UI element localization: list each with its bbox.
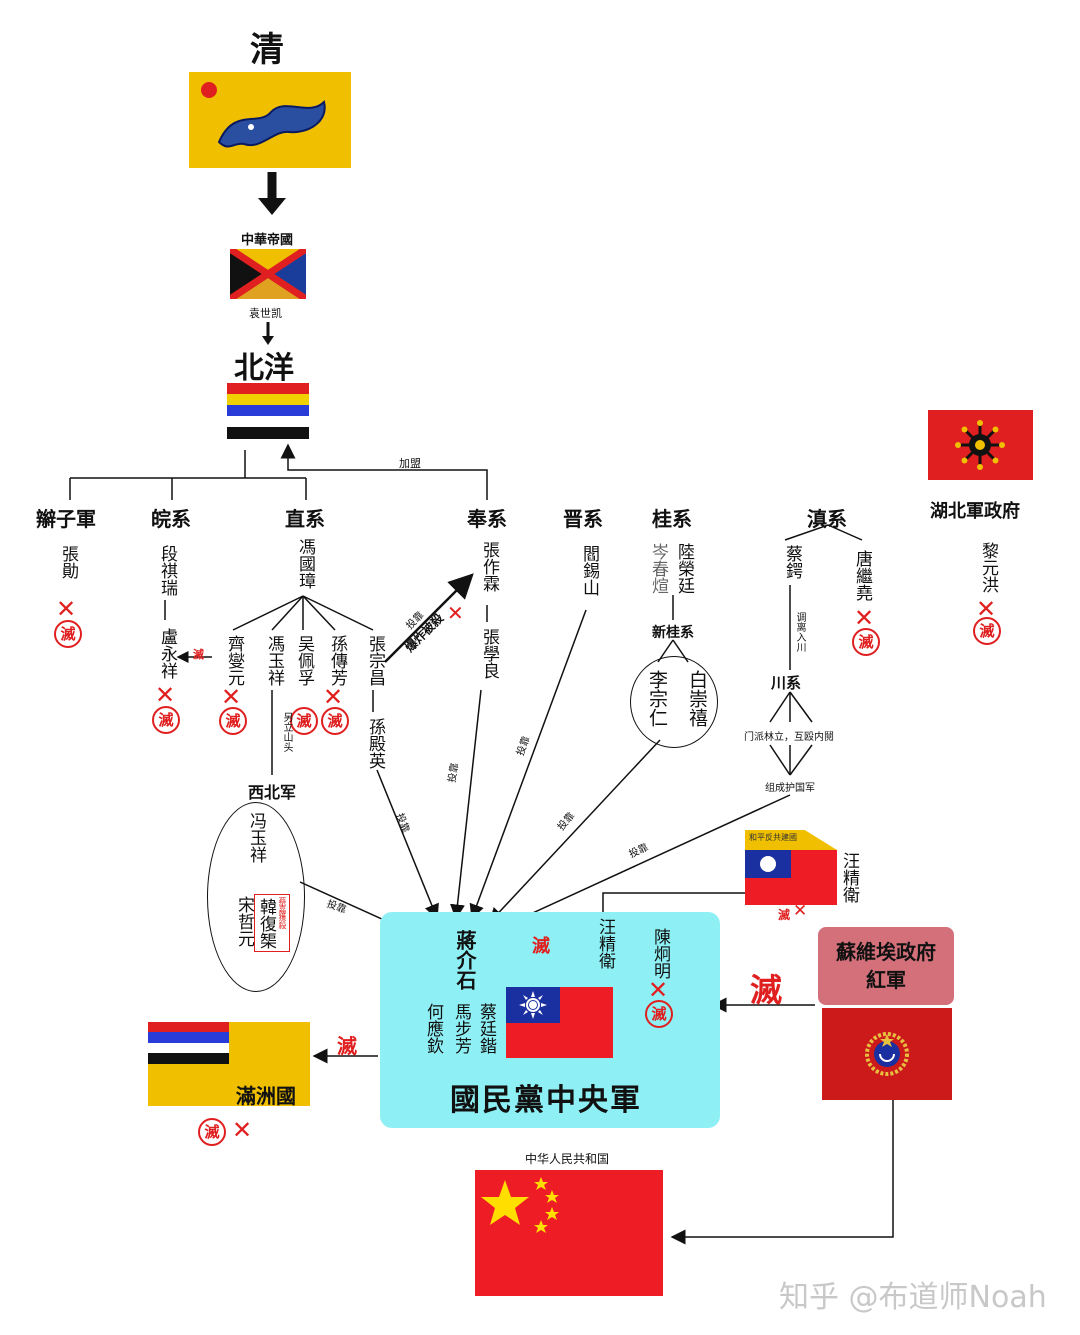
cross-mark: ✕ <box>793 901 808 921</box>
han-stamp-text: 蔡嘉獲殺 <box>278 897 287 929</box>
faction-feng: 奉系 <box>467 507 507 531</box>
person-wangjingwei: 汪精衛 <box>595 918 615 969</box>
qing-title: 清 <box>250 30 284 70</box>
person-caitingkai: 蔡廷鍇 <box>476 1003 496 1054</box>
cross-mark: ✕ <box>232 1116 253 1144</box>
mie-seal: 滅 <box>852 628 880 656</box>
person-qixieyuan: 齊燮元 <box>224 635 244 686</box>
empire-person: 袁世凯 <box>249 307 282 320</box>
mie-seal: 滅 <box>198 1118 226 1146</box>
soviet-title: 蘇維埃政府紅軍 <box>836 940 936 992</box>
cross-mark: ✕ <box>221 683 242 711</box>
soviet-flag <box>822 1008 952 1100</box>
person-lurongting: 陸榮廷 <box>674 543 694 594</box>
cross-mark: ✕ <box>854 604 875 632</box>
soviet-box <box>818 927 954 1005</box>
manchukuo-title: 滿洲國 <box>236 1084 296 1108</box>
wang-puppet-flag: 和平反共建國 <box>745 830 837 905</box>
diaoli-label: 调离入川 <box>794 612 805 652</box>
person-sunchuanfang: 孫傳芳 <box>327 635 347 686</box>
join-label: 加盟 <box>399 457 421 470</box>
mie-seal: 滅 <box>645 1000 673 1028</box>
manchukuo-flag <box>148 1022 310 1106</box>
mie-seal: 滅 <box>321 707 349 735</box>
person-fengyuxiang2: 冯玉祥 <box>246 812 266 863</box>
xibeijun-label: 西北军 <box>248 783 297 802</box>
person-heyingqin: 何應欽 <box>423 1003 443 1054</box>
qing-dragon-flag <box>189 72 351 168</box>
person-sundianying: 孫殿英 <box>365 718 385 769</box>
mie-seal: 滅 <box>54 620 82 648</box>
person-wangjingwei-puppet: 汪精衛 <box>839 852 859 903</box>
faction-hubei: 湖北軍政府 <box>930 501 1020 522</box>
mie-label: 滅 <box>532 936 550 957</box>
beiyang-five-color-flag <box>227 383 309 439</box>
mie-seal: 滅 <box>152 706 180 734</box>
cross-mark: ✕ <box>155 681 176 709</box>
person-zhangxun: 張勛 <box>58 545 78 579</box>
person-songzheyuan: 宋哲元 <box>234 896 254 947</box>
hubei-iron-star-flag <box>928 410 1033 480</box>
another-mountain-label: 另立山头 <box>281 712 292 752</box>
menpai-label: 门派林立，互殴内鬩 <box>744 732 834 743</box>
person-zhangzongchang: 張宗昌 <box>365 635 385 686</box>
mie-label: 滅 <box>778 908 791 922</box>
person-yanxishan: 閻錫山 <box>579 545 599 596</box>
person-baichongxi: 白崇禧 <box>686 670 708 727</box>
faction-jin: 晋系 <box>563 507 603 531</box>
faction-wan: 皖系 <box>151 507 191 531</box>
person-caie: 蔡鍔 <box>782 545 802 579</box>
prc-title: 中华人民共和国 <box>525 1152 610 1166</box>
cross-mark: ✕ <box>976 595 997 623</box>
mie-seal: 滅 <box>219 707 247 735</box>
mie-seal: 滅 <box>290 707 318 735</box>
person-fengguozhang: 馮國璋 <box>295 538 315 589</box>
person-hanfuqu: 韓復榘 <box>256 898 276 949</box>
person-lizongren: 李宗仁 <box>646 670 668 727</box>
person-liyuanhong: 黎元洪 <box>978 542 998 593</box>
empire-title: 中華帝國 <box>241 233 294 248</box>
mie-label: 滅 <box>750 971 783 1009</box>
person-duanqirui: 段祺瑞 <box>157 545 177 596</box>
faction-dian: 滇系 <box>807 507 847 531</box>
wang-flag-banner: 和平反共建國 <box>745 830 837 850</box>
cross-mark: ✕ <box>447 601 464 625</box>
person-luyongxiang: 盧永祥 <box>157 628 177 679</box>
person-fengyuxiang: 馮玉祥 <box>264 635 284 686</box>
mie-label: 滅 <box>193 648 204 661</box>
chuanxi-label: 川系 <box>771 674 802 692</box>
empire-flag <box>228 246 308 302</box>
cross-mark: ✕ <box>56 595 77 623</box>
mie-label: 滅 <box>337 1034 357 1058</box>
roc-flag <box>506 987 613 1058</box>
xinguixi-label: 新桂系 <box>652 625 694 641</box>
cross-mark: ✕ <box>648 976 669 1004</box>
faction-bianzi: 辮子軍 <box>36 507 96 531</box>
person-mabufang: 馬步芳 <box>451 1003 471 1054</box>
xibei-ellipse <box>207 802 305 992</box>
watermark: 知乎 @布道师Noah <box>779 1280 1047 1315</box>
xingui-circle <box>630 656 718 748</box>
beiyang-title: 北洋 <box>234 351 294 386</box>
huguojun-label: 组成护国军 <box>765 783 815 794</box>
cross-mark: ✕ <box>323 683 344 711</box>
person-jiangjieshi: 蔣介石 <box>453 930 477 990</box>
faction-gui: 桂系 <box>652 507 692 531</box>
central-title: 國民黨中央軍 <box>450 1083 642 1118</box>
faction-zhi: 直系 <box>285 507 325 531</box>
person-tangjiyao: 唐繼堯 <box>852 550 872 601</box>
person-zhangzuolin: 張作霖 <box>479 541 499 592</box>
person-chenjiongming: 陳炯明 <box>650 928 670 979</box>
person-cenchunxuan: 岑春煊 <box>648 543 668 594</box>
person-wupeifu: 吴佩孚 <box>294 635 314 686</box>
mie-seal: 滅 <box>973 617 1001 645</box>
person-zhangxueliang: 張學良 <box>479 628 499 679</box>
han-stamp-box: 韓復榘 蔡嘉獲殺 <box>254 894 290 952</box>
prc-flag <box>475 1170 663 1296</box>
